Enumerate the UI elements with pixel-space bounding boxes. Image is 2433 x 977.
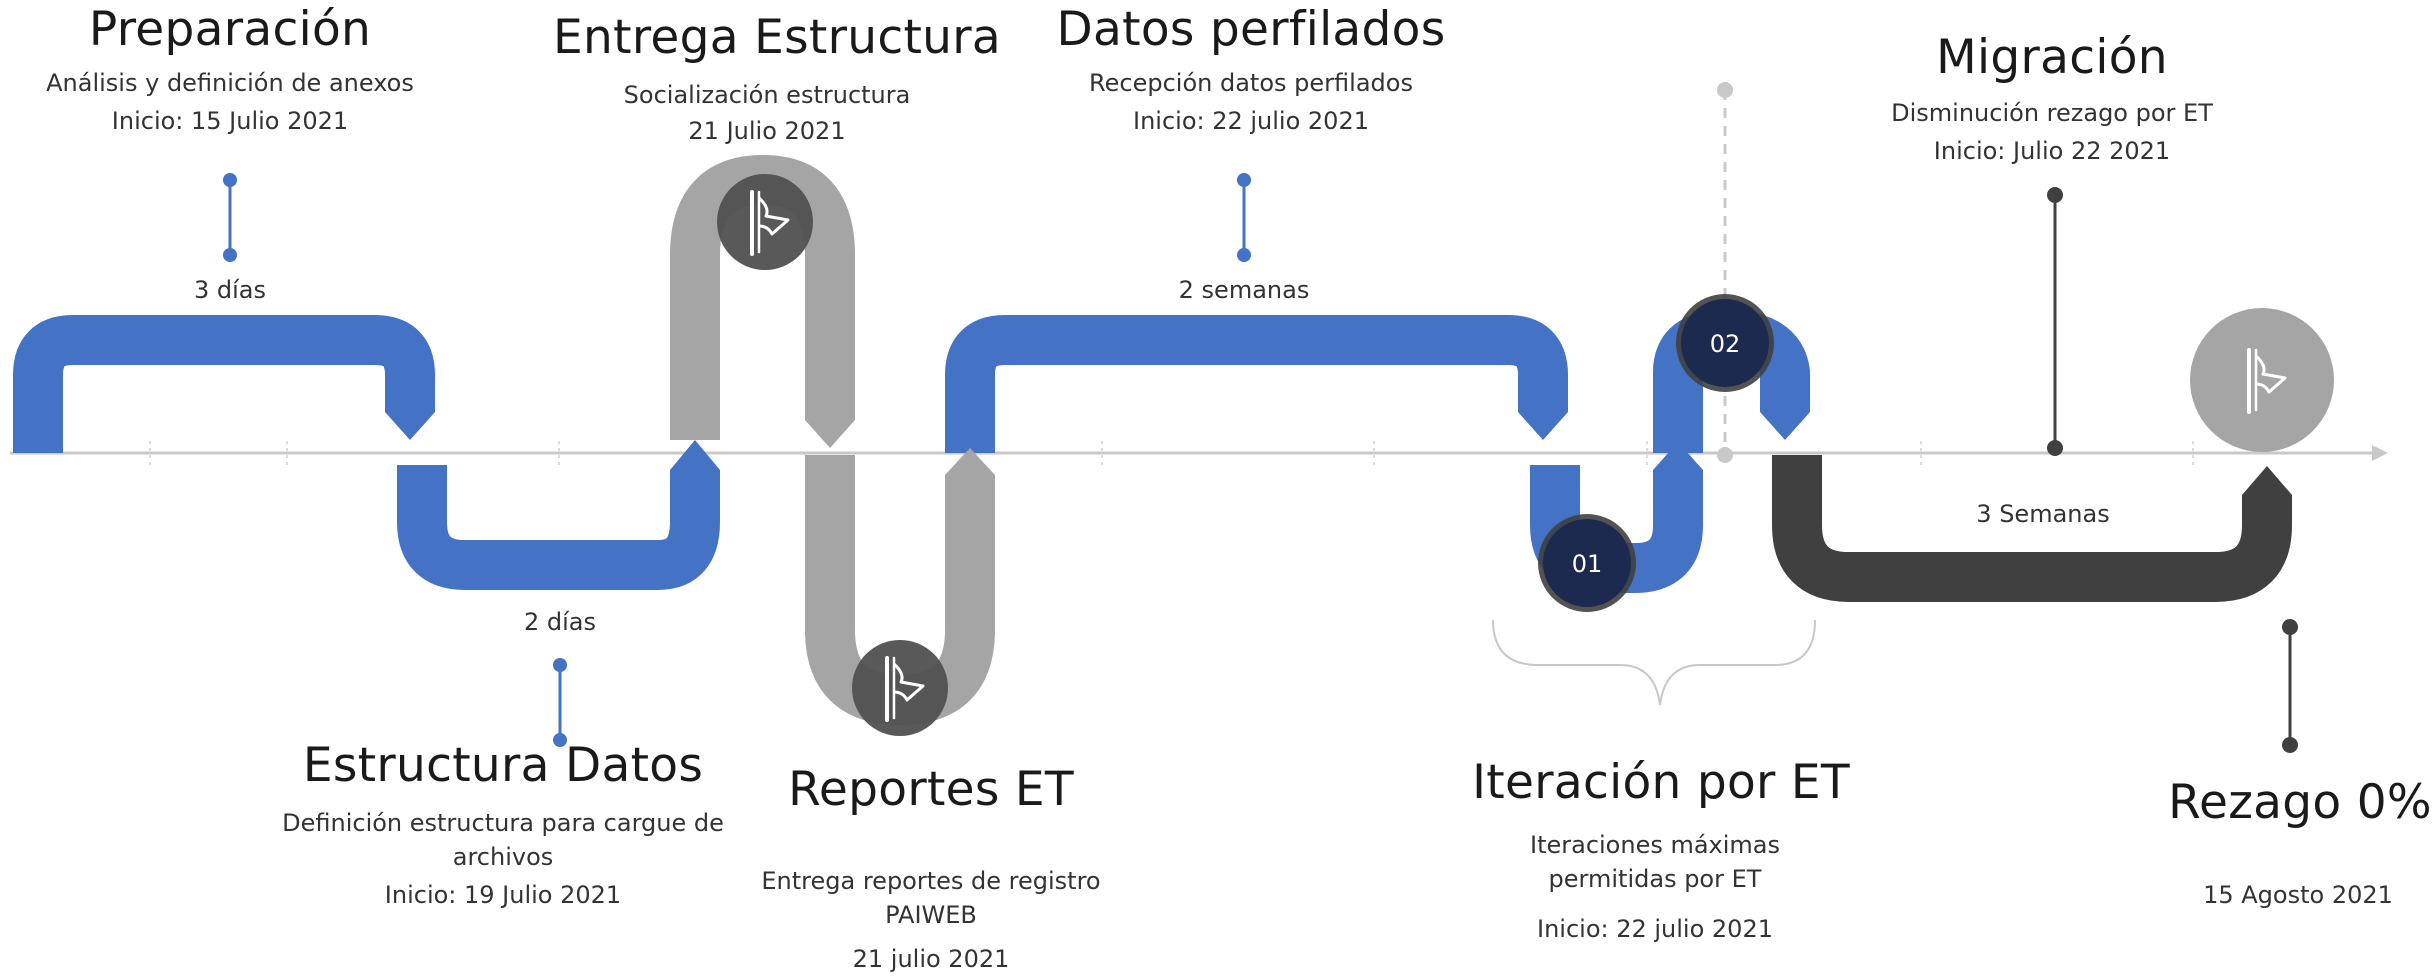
- segment-end-caps: [385, 412, 2292, 495]
- milestone-title-reportes-et: Reportes ET: [788, 762, 1074, 817]
- milestone-date-migracion: Inicio: Julio 22 2021: [1933, 137, 2171, 165]
- path-segment-preparacion: [13, 315, 435, 453]
- milestone-date-iteracion-et: Inicio: 22 julio 2021: [1537, 915, 1773, 943]
- milestone-desc-iteracion-et-line2: permitidas por ET: [1548, 865, 1762, 893]
- milestone-title-migracion: Migración: [1936, 30, 2168, 85]
- iteration-marker-02: 02: [1676, 294, 1774, 392]
- milestone-title-entrega-estructura: Entrega Estructura: [553, 10, 1001, 65]
- milestone-date-datos-perfilados: Inicio: 22 julio 2021: [1133, 107, 1369, 135]
- path-segment-datos-perfilados: [945, 315, 1568, 453]
- flag-marker-reportes-et: [852, 640, 948, 736]
- milestone-desc-reportes-et-line2: PAIWEB: [885, 901, 977, 929]
- iteration-label-02: 02: [1710, 330, 1741, 358]
- milestone-desc-estructura-datos-line2: archivos: [452, 843, 554, 871]
- path-segment-estructura-datos: [397, 465, 720, 590]
- milestone-title-estructura-datos: Estructura Datos: [302, 738, 704, 793]
- milestone-title-datos-perfilados: Datos perfilados: [1056, 2, 1446, 57]
- milestone-date-preparacion: Inicio: 15 Julio 2021: [111, 107, 349, 135]
- iteration-brace: [1492, 619, 1816, 706]
- milestone-desc-migracion: Disminución rezago por ET: [1891, 99, 2213, 127]
- duration-estructura-datos: 2 días: [523, 608, 597, 636]
- milestone-desc-reportes-et-line1: Entrega reportes de registro: [761, 867, 1101, 895]
- milestone-desc-entrega-estructura: Socialización estructura: [623, 81, 911, 109]
- duration-datos-perfilados: 2 semanas: [1178, 276, 1310, 304]
- milestone-date-estructura-datos: Inicio: 19 Julio 2021: [384, 881, 622, 909]
- axis-arrow-icon: [2372, 445, 2388, 461]
- flag-marker-rezago: [2190, 308, 2334, 452]
- connector-estructura-datos: [553, 658, 567, 747]
- flag-marker-entrega-estructura: [717, 174, 813, 270]
- connector-datos-perfilados: [1237, 173, 1251, 262]
- connector-rezago: [2282, 619, 2298, 753]
- milestone-desc-iteracion-et-line1: Iteraciones máximas: [1529, 831, 1781, 859]
- connector-preparacion: [223, 173, 237, 262]
- milestone-title-iteracion-et: Iteración por ET: [1472, 755, 1850, 810]
- milestone-title-rezago: Rezago 0%: [2168, 775, 2432, 830]
- milestone-desc-estructura-datos-line1: Definición estructura para cargue de: [282, 809, 724, 837]
- iteration-label-01: 01: [1572, 550, 1603, 578]
- milestone-title-preparacion: Preparación: [88, 2, 372, 57]
- connector-migracion: [2047, 187, 2063, 456]
- milestone-date-rezago: 15 Agosto 2021: [2203, 881, 2393, 909]
- milestone-date-reportes-et: 21 julio 2021: [852, 945, 1010, 973]
- iteration-marker-01: 01: [1538, 514, 1636, 612]
- timeline-axis: [10, 441, 2388, 465]
- duration-preparacion: 3 días: [193, 276, 267, 304]
- path-segment-migracion: [1772, 455, 2292, 602]
- milestone-desc-datos-perfilados: Recepción datos perfilados: [1089, 69, 1413, 97]
- milestone-desc-preparacion: Análisis y definición de anexos: [46, 69, 414, 97]
- duration-migracion: 3 Semanas: [1976, 500, 2110, 528]
- milestone-date-entrega-estructura: 21 Julio 2021: [688, 117, 846, 145]
- connector-iteracion-dashed: [1717, 82, 1733, 463]
